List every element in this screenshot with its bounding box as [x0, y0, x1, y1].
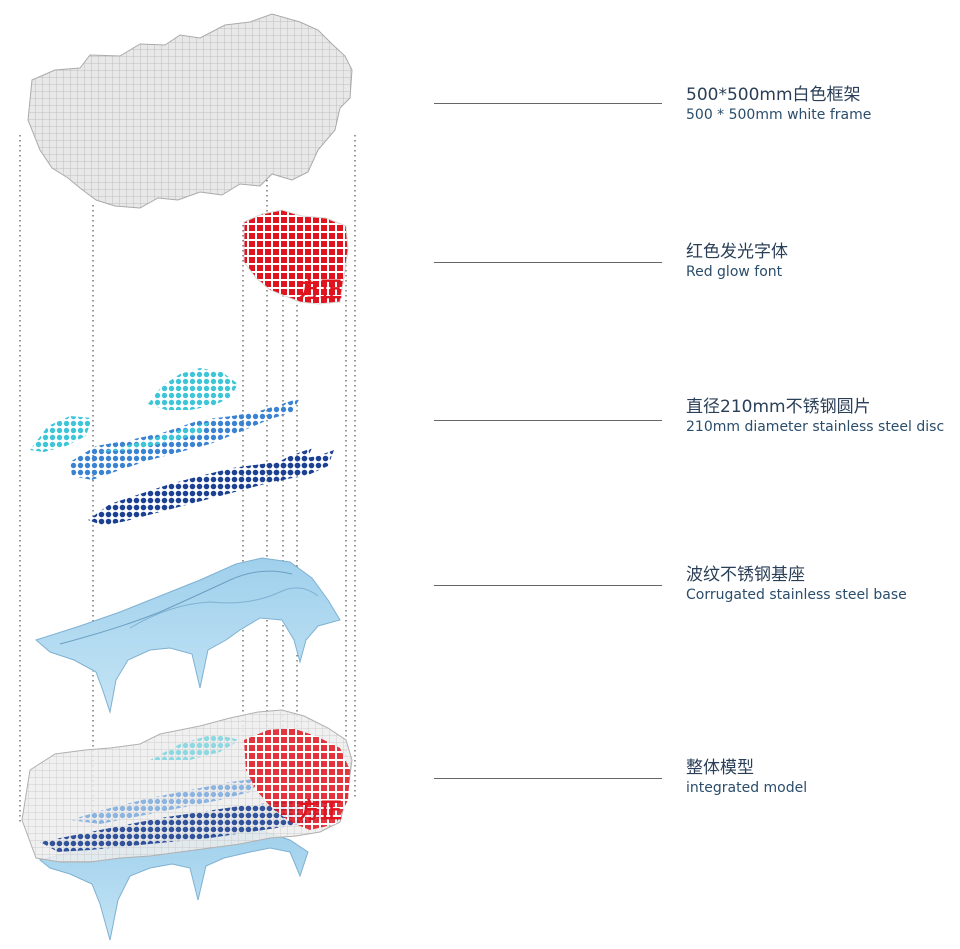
corrugated-base-layer — [34, 557, 341, 714]
svg-text:方正: 方正 — [298, 277, 342, 303]
white-frame-layer — [27, 13, 353, 209]
red-font-layer: 方正 — [243, 209, 349, 305]
svg-text:方正: 方正 — [298, 798, 342, 824]
disc-layer — [30, 368, 334, 526]
integrated-model-layer: 方正 — [21, 709, 353, 941]
